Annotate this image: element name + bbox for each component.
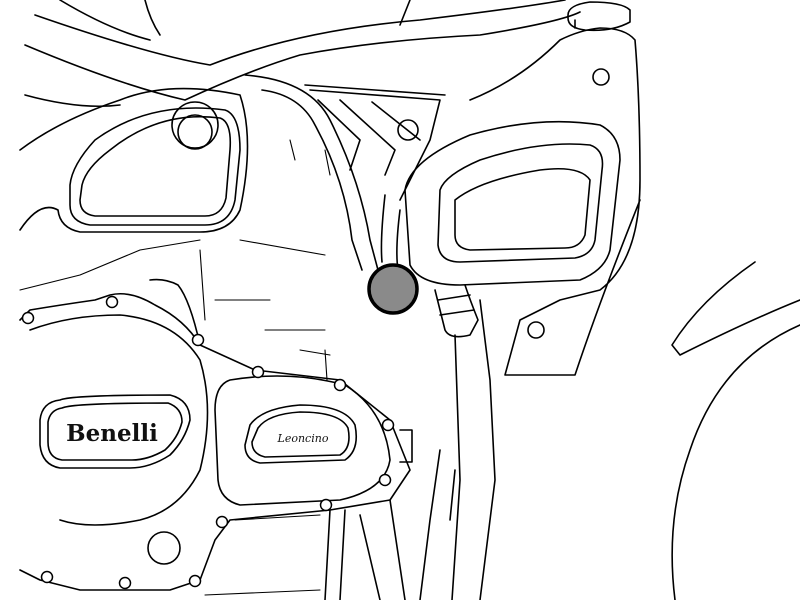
frame-tubes xyxy=(244,74,446,271)
side-cover xyxy=(19,87,249,291)
engine-bolts xyxy=(21,295,395,590)
brand-label: Benelli xyxy=(66,420,158,447)
engine-case xyxy=(19,239,413,591)
bolt-head xyxy=(381,418,395,432)
bolt-head xyxy=(105,295,119,309)
bolt-head xyxy=(251,365,265,379)
bolt-head xyxy=(215,515,229,529)
bolt-head xyxy=(333,378,347,392)
model-label: Leoncino xyxy=(277,432,329,445)
lower-frame xyxy=(204,449,456,600)
coolant-reservoir xyxy=(404,1,641,376)
bolt-head xyxy=(40,570,54,584)
bolt-head xyxy=(378,473,392,487)
bolt-head xyxy=(118,576,132,590)
bolt-head xyxy=(319,498,333,512)
hose xyxy=(434,284,496,600)
highlight-marker xyxy=(367,263,419,315)
bolt-head xyxy=(21,311,35,325)
bolt-head xyxy=(191,333,205,347)
front-fender xyxy=(671,261,800,600)
seat-outline xyxy=(24,0,581,107)
bolt-head xyxy=(188,574,202,588)
